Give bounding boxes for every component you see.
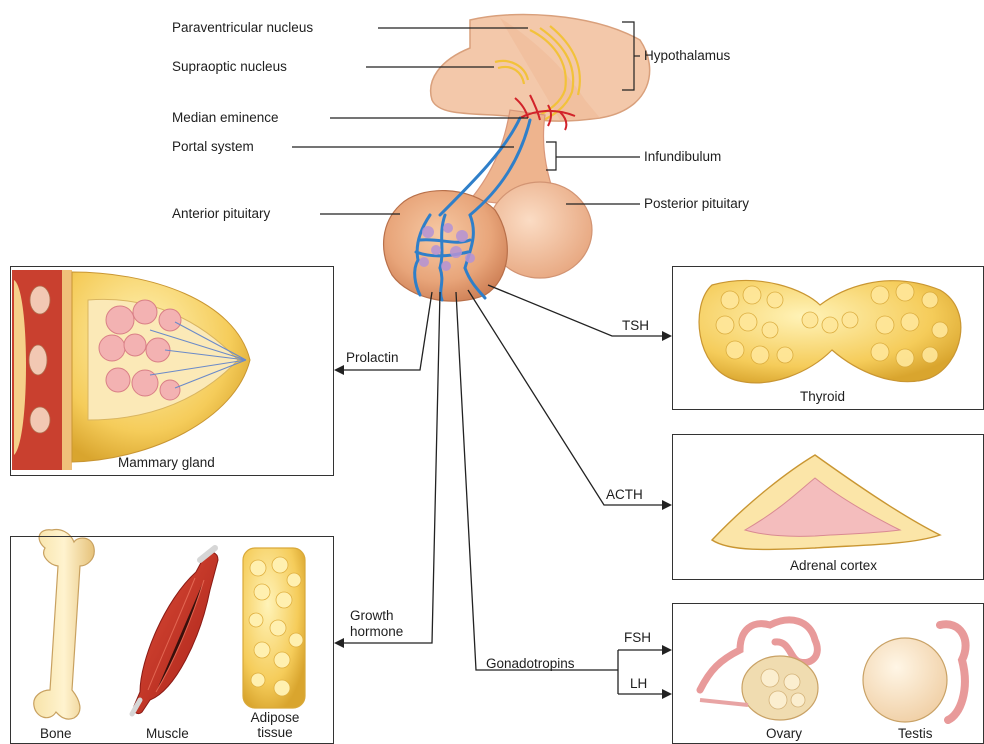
adipose-label-line1: Adipose xyxy=(236,710,314,726)
paraventricular-nucleus-label: Paraventricular nucleus xyxy=(172,20,313,36)
prolactin-label: Prolactin xyxy=(346,350,399,366)
adipose-label-line2: tissue xyxy=(236,725,314,741)
fsh-label: FSH xyxy=(624,630,651,646)
hypothalamus-illustration xyxy=(431,15,650,121)
anterior-pituitary-label: Anterior pituitary xyxy=(172,206,270,222)
mammary-gland-panel xyxy=(10,266,334,476)
anterior-pituitary-lobe xyxy=(384,191,508,302)
hypothalamus-label: Hypothalamus xyxy=(644,48,730,64)
adrenal-cortex-label: Adrenal cortex xyxy=(790,558,877,574)
mammary-gland-label: Mammary gland xyxy=(118,455,215,471)
acth-label: ACTH xyxy=(606,487,643,503)
gonadotropins-label: Gonadotropins xyxy=(486,656,575,672)
portal-system-label: Portal system xyxy=(172,139,254,155)
supraoptic-nucleus-label: Supraoptic nucleus xyxy=(172,59,287,75)
posterior-pituitary-label: Posterior pituitary xyxy=(644,196,749,212)
growth-hormone-label-line2: hormone xyxy=(350,624,403,640)
thyroid-label: Thyroid xyxy=(800,389,845,405)
gonads-panel xyxy=(672,603,984,744)
median-eminence-label: Median eminence xyxy=(172,110,279,126)
growth-hormone-label-line1: Growth xyxy=(350,608,394,624)
tsh-label: TSH xyxy=(622,318,649,334)
infundibulum-label: Infundibulum xyxy=(644,149,721,165)
arrowheads xyxy=(334,331,672,699)
lh-label: LH xyxy=(630,676,647,692)
